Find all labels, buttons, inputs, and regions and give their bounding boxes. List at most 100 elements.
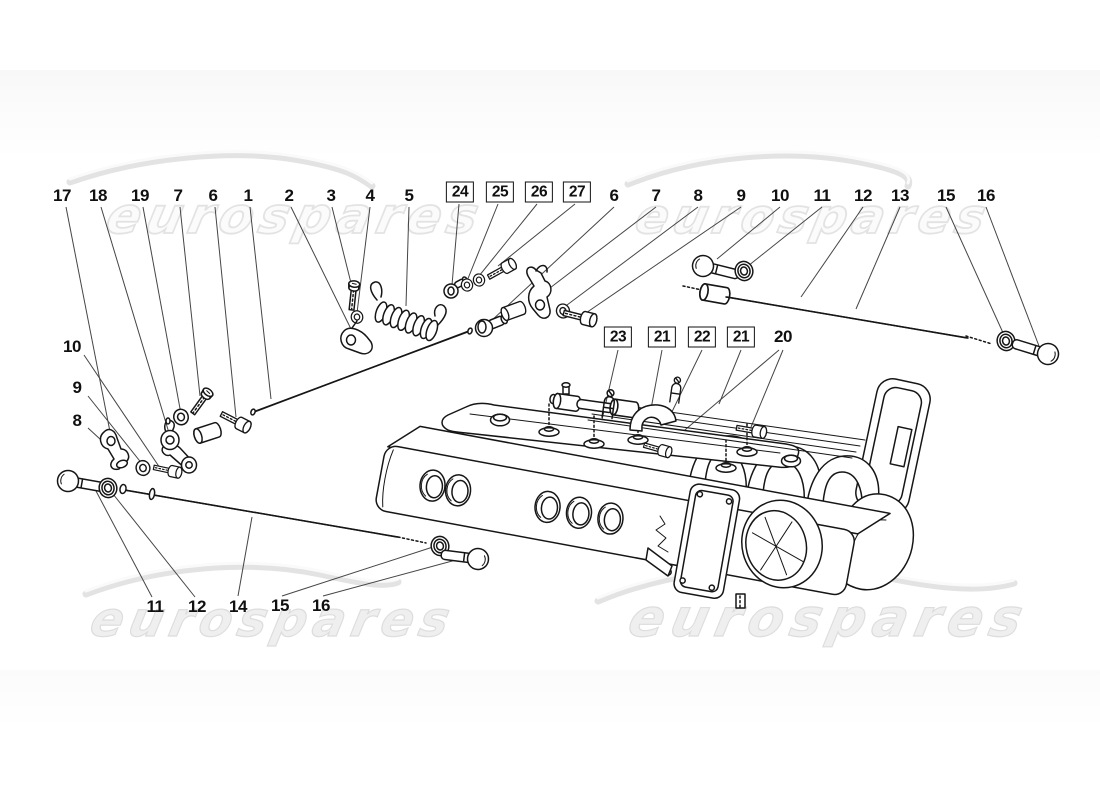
leader-line [985, 206, 1040, 347]
watermark-swoosh-icon [82, 562, 402, 598]
part-label-3: 3 [326, 186, 336, 205]
part-label-26: 26 [524, 181, 554, 203]
part-label-6: 6 [208, 186, 218, 205]
cap-icon [780, 454, 802, 468]
part-label-23: 23 [603, 326, 633, 348]
ball-head-bolt-icon [1008, 332, 1062, 368]
ball-head-bolt-icon [689, 252, 743, 286]
lid-fitting-icon [561, 382, 571, 395]
part-label-15: 15 [271, 596, 289, 615]
part-label-10: 10 [771, 186, 789, 205]
leader-line [545, 206, 657, 292]
part-label-6: 6 [609, 186, 619, 205]
lower-throttle-rod-icon [119, 483, 427, 544]
part-label-7: 7 [651, 186, 661, 205]
leader-line [451, 203, 460, 286]
part-label-8: 8 [693, 186, 703, 205]
spacer-sleeve-icon [191, 420, 224, 445]
watermark-text: eurospares [85, 592, 460, 647]
leader-line [83, 354, 161, 469]
leader-line [100, 206, 170, 434]
watermark-text: eurospares [630, 189, 995, 244]
lever-bracket-icon [340, 320, 373, 355]
watermark-swoosh-icon [66, 151, 376, 190]
relay-lever-icon [99, 428, 130, 471]
part-label-16: 16 [977, 186, 995, 205]
leader-line [87, 395, 144, 466]
fitting-bolt-icon [734, 421, 769, 440]
leader-line [214, 206, 237, 418]
part-label-7: 7 [173, 186, 183, 205]
leader-line [716, 206, 781, 260]
leader-line [405, 206, 410, 307]
leader-line [281, 545, 437, 597]
leader-line [750, 349, 784, 428]
part-label-13: 13 [891, 186, 909, 205]
leader-line [855, 206, 901, 310]
hose-elbow-icon [629, 404, 677, 432]
leader-line [747, 206, 823, 267]
upper-throttle-rod-icon [682, 282, 993, 345]
part-label-21: 21 [647, 326, 677, 348]
part-label-11: 11 [813, 186, 831, 205]
leader-line [65, 206, 113, 443]
washer-icon [133, 458, 153, 478]
part-label-4: 4 [365, 186, 375, 205]
leader-line [945, 206, 1005, 336]
exploded-drawing [55, 252, 1062, 609]
part-label-9: 9 [736, 186, 746, 205]
bell-crank-icon [526, 264, 552, 319]
spacer-sleeve-icon [498, 299, 528, 323]
throttle-body-icon [645, 483, 823, 609]
leader-line [800, 206, 864, 298]
rocker-arm-icon [160, 417, 198, 474]
part-label-10: 10 [63, 337, 81, 356]
part-label-12: 12 [854, 186, 872, 205]
leader-line [179, 206, 201, 397]
watermark-text: eurospares [623, 589, 1035, 649]
leader-lines [65, 203, 1040, 598]
manifold-lid-icon [441, 401, 866, 469]
watermark-swoosh-icon [624, 151, 913, 190]
part-label-15: 15 [937, 186, 955, 205]
throttle-spring-icon [369, 281, 447, 342]
clamp-icon [669, 375, 683, 404]
nut-icon [96, 476, 120, 500]
throttle-linkage-icon [645, 515, 746, 609]
part-label-12: 12 [188, 597, 206, 616]
leader-line [582, 206, 742, 316]
leader-line [489, 206, 615, 323]
leader-line [356, 206, 371, 314]
leader-line [290, 206, 352, 330]
part-label-14: 14 [229, 597, 247, 616]
leader-line [95, 490, 153, 598]
part-label-1: 1 [243, 186, 253, 205]
part-label-19: 19 [131, 186, 149, 205]
part-label-18: 18 [89, 186, 107, 205]
leader-line [112, 493, 196, 598]
part-label-17: 17 [53, 186, 71, 205]
cone-bolt-icon [474, 314, 509, 338]
ball-head-bolt-icon [55, 468, 108, 499]
cap-icon [489, 413, 511, 427]
part-label-22: 22 [687, 326, 717, 348]
part-label-9: 9 [72, 378, 82, 397]
part-label-8: 8 [72, 411, 82, 430]
part-label-27: 27 [562, 181, 592, 203]
screw-icon [187, 385, 216, 418]
leader-line [322, 556, 468, 597]
part-label-21: 21 [726, 326, 756, 348]
leader-line [497, 203, 576, 267]
accelerator-rod-icon [250, 327, 473, 416]
leader-line [650, 349, 663, 410]
leader-line [718, 349, 742, 405]
part-label-16: 16 [312, 596, 330, 615]
leader-line [237, 516, 253, 597]
washer-icon [471, 272, 487, 288]
part-label-25: 25 [485, 181, 515, 203]
leader-line [478, 203, 538, 277]
part-label-20: 20 [774, 327, 792, 346]
leader-line [667, 349, 703, 421]
